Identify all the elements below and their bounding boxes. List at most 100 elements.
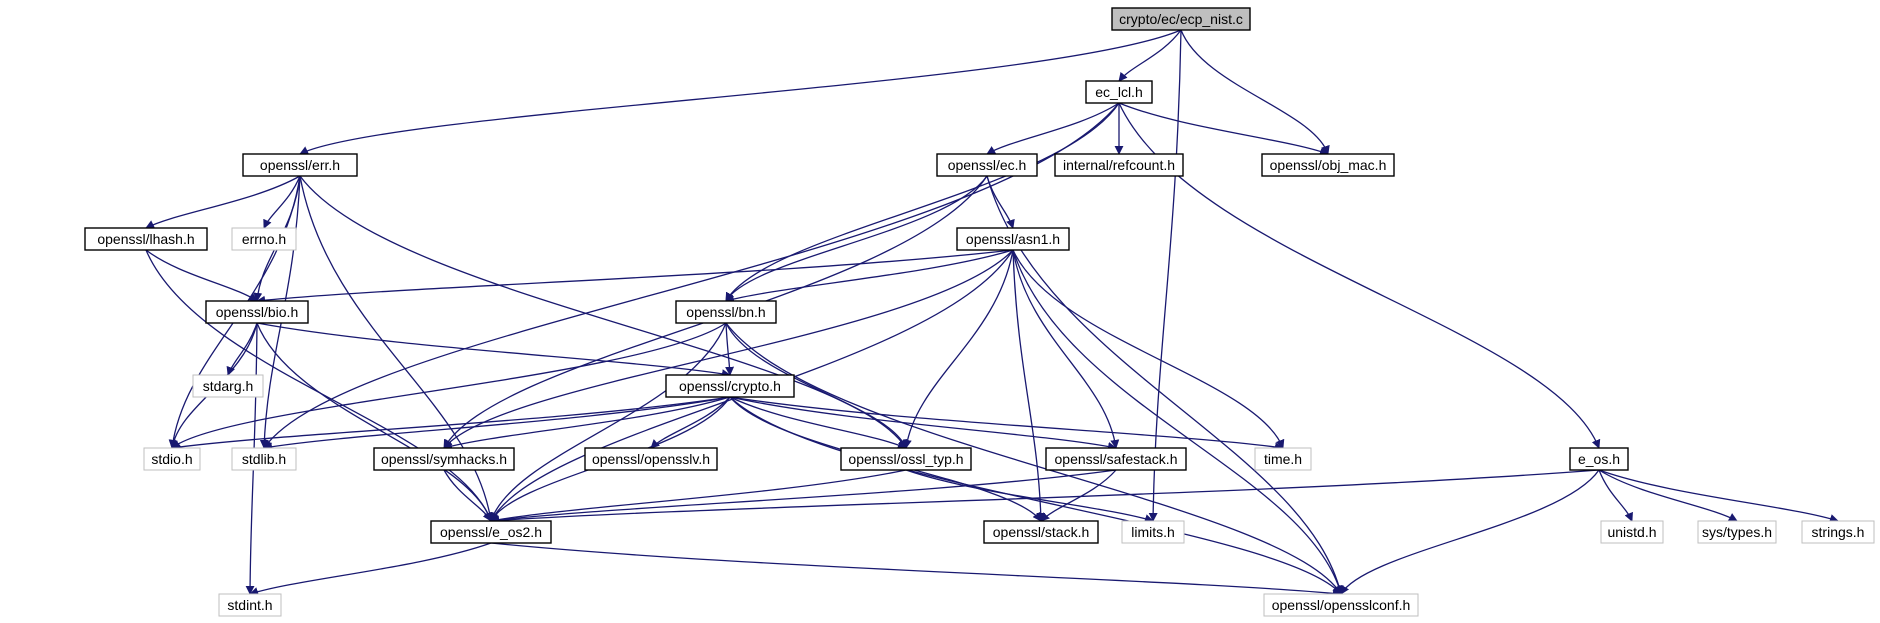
node-bio[interactable]: openssl/bio.h bbox=[205, 300, 309, 324]
node-errno: errno.h bbox=[231, 227, 297, 251]
edge-err-to-lhash bbox=[145, 175, 301, 229]
node-lhash[interactable]: openssl/lhash.h bbox=[84, 227, 208, 251]
node-symhacks[interactable]: openssl/symhacks.h bbox=[373, 447, 515, 471]
node-label: openssl/bn.h bbox=[686, 304, 765, 320]
node-box bbox=[1045, 447, 1187, 471]
edge-e_os-to-e_os2 bbox=[490, 469, 1600, 525]
node-label: errno.h bbox=[242, 231, 286, 247]
node-label: stdint.h bbox=[227, 597, 272, 613]
node-obj-mac[interactable]: openssl/obj_mac.h bbox=[1261, 153, 1395, 177]
node-box bbox=[1254, 447, 1312, 471]
node-e-os2[interactable]: openssl/e_os2.h bbox=[430, 520, 552, 544]
node-label: openssl/bio.h bbox=[216, 304, 299, 320]
node-crypto[interactable]: openssl/crypto.h bbox=[665, 374, 795, 398]
node-ossl-typ[interactable]: openssl/ossl_typ.h bbox=[840, 447, 972, 471]
node-opensslconf: openssl/opensslconf.h bbox=[1263, 593, 1419, 617]
node-box bbox=[584, 447, 718, 471]
node-refcount[interactable]: internal/refcount.h bbox=[1054, 153, 1184, 177]
edge-asn1-to-symhacks bbox=[443, 249, 1014, 449]
node-label: stdarg.h bbox=[203, 378, 254, 394]
node-opensslv[interactable]: openssl/opensslv.h bbox=[584, 447, 718, 471]
node-box bbox=[1054, 153, 1184, 177]
edge-asn1-to-bn bbox=[725, 249, 1014, 304]
node-box bbox=[956, 227, 1070, 251]
node-limits: limits.h bbox=[1121, 520, 1185, 544]
node-ec[interactable]: openssl/ec.h bbox=[936, 153, 1038, 177]
edge-e_os-to-opensslconf bbox=[1340, 469, 1600, 595]
node-stdio: stdio.h bbox=[143, 447, 201, 471]
edge-err-to-e_os2 bbox=[299, 175, 495, 522]
node-stack[interactable]: openssl/stack.h bbox=[983, 520, 1099, 544]
node-stdint: stdint.h bbox=[218, 593, 282, 617]
node-asn1[interactable]: openssl/asn1.h bbox=[956, 227, 1070, 251]
node-label: openssl/safestack.h bbox=[1055, 451, 1178, 467]
edge-bio-to-stdarg bbox=[226, 322, 258, 376]
edge-crypto-to-safestack bbox=[729, 396, 1117, 451]
node-strings: strings.h bbox=[1801, 520, 1875, 544]
edge-crypto-to-stdio bbox=[171, 396, 731, 452]
node-box bbox=[143, 447, 201, 471]
node-label: ec_lcl.h bbox=[1095, 84, 1142, 100]
node-systypes: sys/types.h bbox=[1697, 520, 1777, 544]
node-box bbox=[1263, 593, 1419, 617]
node-root[interactable]: crypto/ec/ecp_nist.c bbox=[1111, 7, 1251, 31]
node-label: openssl/obj_mac.h bbox=[1270, 157, 1387, 173]
node-label: stdio.h bbox=[151, 451, 192, 467]
edge-ec-to-asn1 bbox=[986, 175, 1015, 229]
node-label: internal/refcount.h bbox=[1063, 157, 1175, 173]
node-unistd: unistd.h bbox=[1600, 520, 1664, 544]
node-label: openssl/ec.h bbox=[948, 157, 1027, 173]
edge-ec-to-bn bbox=[725, 175, 988, 302]
node-box bbox=[665, 374, 795, 398]
node-label: time.h bbox=[1264, 451, 1302, 467]
edge-crypto-to-time bbox=[729, 396, 1284, 452]
edge-symhacks-to-e_os2 bbox=[443, 469, 492, 522]
edge-root-to-obj_mac bbox=[1180, 29, 1330, 155]
edge-e_os-to-systypes bbox=[1598, 469, 1738, 522]
node-ec-lcl[interactable]: ec_lcl.h bbox=[1085, 80, 1153, 104]
node-label: strings.h bbox=[1812, 524, 1865, 540]
node-label: openssl/symhacks.h bbox=[381, 451, 507, 467]
edge-ossl_typ-to-limits bbox=[905, 469, 1154, 523]
edge-root-to-err bbox=[299, 29, 1182, 155]
edge-bn-to-opensslconf bbox=[725, 322, 1342, 595]
node-label: openssl/opensslv.h bbox=[592, 451, 710, 467]
node-box bbox=[1801, 520, 1875, 544]
edge-asn1-to-safestack bbox=[1012, 249, 1120, 449]
node-bn[interactable]: openssl/bn.h bbox=[675, 300, 777, 324]
edge-ec_lcl-to-obj_mac bbox=[1118, 102, 1329, 156]
node-label: e_os.h bbox=[1578, 451, 1620, 467]
node-box bbox=[1085, 80, 1153, 104]
edge-crypto-to-symhacks bbox=[443, 396, 731, 451]
edge-bn-to-ossl_typ bbox=[725, 322, 908, 449]
edge-crypto-to-opensslconf bbox=[729, 396, 1342, 595]
node-stdlib: stdlib.h bbox=[231, 447, 297, 471]
edge-asn1-to-time bbox=[1012, 249, 1285, 449]
edge-root-to-ec_lcl bbox=[1118, 29, 1182, 82]
node-label: openssl/ossl_typ.h bbox=[848, 451, 963, 467]
node-stdarg: stdarg.h bbox=[192, 374, 264, 398]
node-box bbox=[242, 153, 358, 177]
edge-asn1-to-opensslconf bbox=[1012, 249, 1344, 595]
node-safestack[interactable]: openssl/safestack.h bbox=[1045, 447, 1187, 471]
node-box bbox=[675, 300, 777, 324]
edge-crypto-to-stdlib bbox=[263, 396, 731, 452]
node-box bbox=[1261, 153, 1395, 177]
edge-safestack-to-e_os2 bbox=[490, 469, 1117, 525]
edge-err-to-ossl_typ bbox=[299, 175, 907, 449]
node-box bbox=[840, 447, 972, 471]
node-box bbox=[1121, 520, 1185, 544]
node-label: crypto/ec/ecp_nist.c bbox=[1119, 11, 1243, 27]
edge-asn1-to-bio bbox=[256, 249, 1014, 305]
node-label: openssl/opensslconf.h bbox=[1272, 597, 1411, 613]
node-err[interactable]: openssl/err.h bbox=[242, 153, 358, 177]
edge-bn-to-e_os2 bbox=[489, 322, 727, 522]
edge-ec_lcl-to-bn bbox=[725, 102, 1120, 302]
node-box bbox=[231, 447, 297, 471]
node-label: openssl/crypto.h bbox=[679, 378, 781, 394]
edge-e_os-to-strings bbox=[1598, 469, 1839, 523]
node-label: openssl/stack.h bbox=[993, 524, 1090, 540]
node-e-os[interactable]: e_os.h bbox=[1569, 447, 1629, 471]
node-box bbox=[84, 227, 208, 251]
